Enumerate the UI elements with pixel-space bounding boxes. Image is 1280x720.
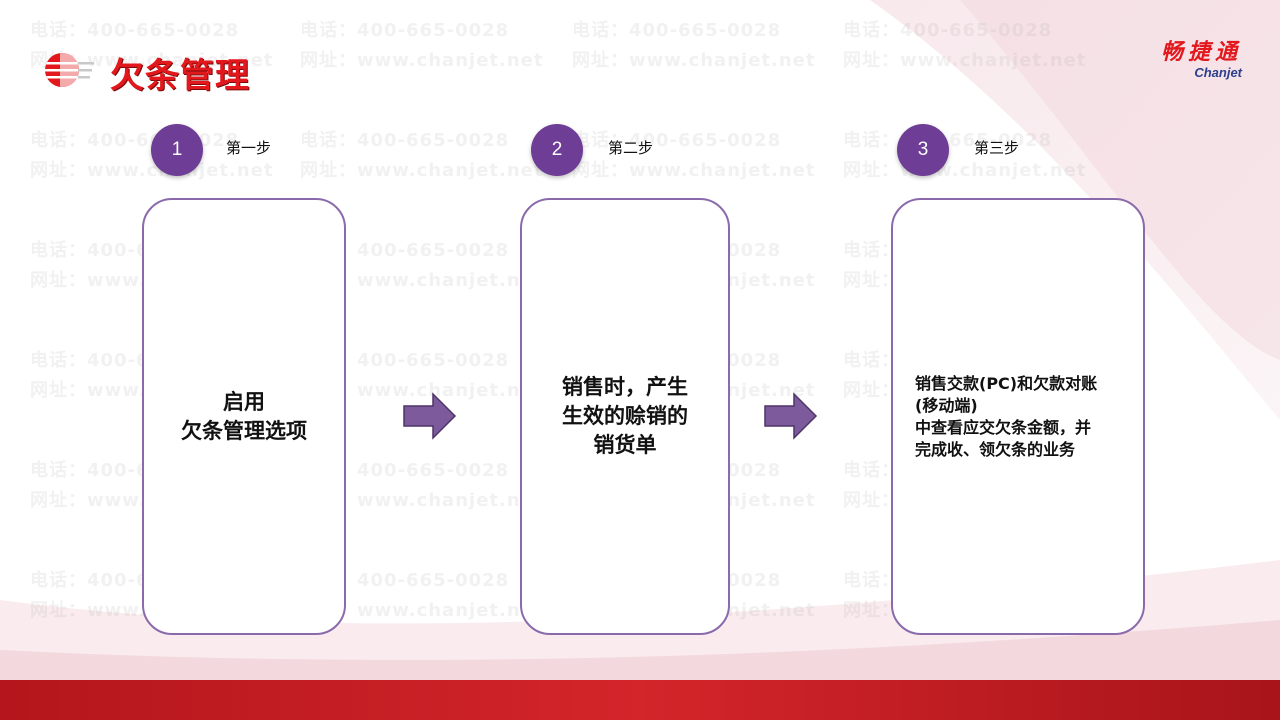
- step-1-card: 启用 欠条管理选项: [142, 198, 346, 635]
- brand-name-cn: 畅捷通: [1160, 40, 1242, 65]
- step-2-label: 第二步: [608, 139, 654, 157]
- page-title: 欠条管理: [110, 56, 250, 96]
- step-2-text: 销售时，产生 生效的赊销的 销货单: [562, 375, 688, 457]
- striped-globe-icon: [45, 53, 94, 87]
- step-3-badge: 3: [897, 124, 949, 176]
- right-arrow-icon: [764, 392, 818, 440]
- step-1-text: 启用 欠条管理选项: [181, 389, 307, 443]
- right-arrow-icon: [403, 392, 457, 440]
- step-1-badge: 1: [151, 124, 203, 176]
- step-3-label: 第三步: [974, 139, 1020, 157]
- step-3-card: 销售交款(PC)和欠款对账 (移动端) 中查看应交欠条金额，并 完成收、领欠条的…: [891, 198, 1145, 635]
- step-3-text: 销售交款(PC)和欠款对账 (移动端) 中查看应交欠条金额，并 完成收、领欠条的…: [915, 373, 1098, 459]
- step-2-card: 销售时，产生 生效的赊销的 销货单: [520, 198, 730, 635]
- step-2-badge: 2: [531, 124, 583, 176]
- brand-logo: 畅捷通 Chanjet: [1161, 40, 1242, 80]
- step-1-label: 第一步: [226, 139, 272, 157]
- brand-name-en: Chanjet: [1194, 65, 1242, 80]
